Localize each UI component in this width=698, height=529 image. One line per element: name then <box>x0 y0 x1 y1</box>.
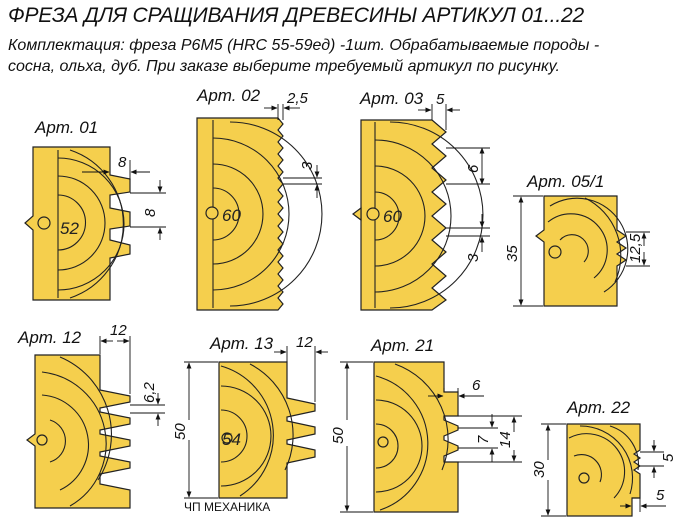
profile-label: Арт. 22 <box>566 398 631 417</box>
dimension-label: 6 <box>465 164 482 173</box>
dimension-label: 35 <box>504 245 521 262</box>
dimension-label: 50 <box>330 427 347 444</box>
cutter-body <box>26 354 131 509</box>
cutter-body <box>535 195 628 307</box>
dimension-label: 12 <box>110 322 127 339</box>
shaft-hole <box>205 206 219 220</box>
dimension-label: 5 <box>436 91 445 108</box>
cutter-body <box>360 119 447 311</box>
profile-art-01: Арт. 01 52 8 8 <box>24 118 166 301</box>
dimension-label: 3 <box>465 253 482 262</box>
shaft-hole <box>548 245 562 259</box>
profile-label: Арт. 13 <box>209 334 274 353</box>
profile-art-02: Арт. 02 60 2,5 3 <box>196 86 323 311</box>
dimension-label: 12 <box>296 334 313 351</box>
shaft-hole <box>221 432 233 444</box>
cutter-body <box>24 146 131 301</box>
description-line-1: Комплектация: фреза Р6М5 (HRC 55-59ед) -… <box>8 37 600 54</box>
dimension-label: 14 <box>497 431 514 448</box>
profile-label: Арт. 03 <box>359 89 424 108</box>
dimension-label: 30 <box>531 461 548 478</box>
diameter-label: 54 <box>222 430 241 449</box>
profile-art-05-1: Арт. 05/1 35 12,5 <box>504 172 650 307</box>
cutter-body <box>373 361 459 513</box>
shaft-hole <box>578 472 590 484</box>
shaft-hole <box>37 216 51 230</box>
dimension-label: 8 <box>118 154 127 171</box>
profile-label: Арт. 05/1 <box>526 172 604 191</box>
dimension-label: 6 <box>472 377 481 394</box>
dimension-label: 50 <box>172 423 189 440</box>
profile-art-12: Арт. 12 12 6,2 <box>17 322 165 509</box>
shaft-hole <box>366 207 380 221</box>
dimension-label: 3 <box>299 161 316 170</box>
dimension-label: 12,5 <box>627 233 644 263</box>
profile-art-22: Арт. 22 5 5 30 <box>531 398 677 517</box>
dimension-label: 5 <box>656 487 665 504</box>
profile-art-03: Арт. 03 60 5 6 3 <box>352 89 490 311</box>
profile-label: Арт. 21 <box>370 336 434 355</box>
diameter-label: 60 <box>383 207 402 226</box>
profile-art-21: Арт. 21 6 7 14 50 <box>330 336 522 513</box>
dimension-label: 2,5 <box>286 90 309 107</box>
shaft-hole <box>377 436 389 448</box>
diameter-label: 60 <box>222 206 241 225</box>
dimension-label: 5 <box>660 453 677 462</box>
cutter-body <box>218 361 316 499</box>
footer-company: ЧП МЕХАНИКА <box>184 500 270 514</box>
profile-art-13: Арт. 13 54 12 50 <box>172 334 328 499</box>
dimension-label: 6,2 <box>141 381 158 403</box>
shaft-hole <box>36 434 48 446</box>
dimension-label: 8 <box>142 208 159 217</box>
description-line-2: сосна, ольха, дуб. При заказе выберите т… <box>8 58 560 75</box>
profile-label: Арт. 01 <box>34 118 98 137</box>
diameter-label: 52 <box>60 219 79 238</box>
profile-label: Арт. 02 <box>196 86 261 105</box>
dimension-label: 7 <box>475 435 492 444</box>
profile-label: Арт. 12 <box>17 328 82 347</box>
page-title: ФРЕЗА ДЛЯ СРАЩИВАНИЯ ДРЕВЕСИНЫ АРТИКУЛ 0… <box>8 4 585 27</box>
cutter-body <box>196 117 284 311</box>
